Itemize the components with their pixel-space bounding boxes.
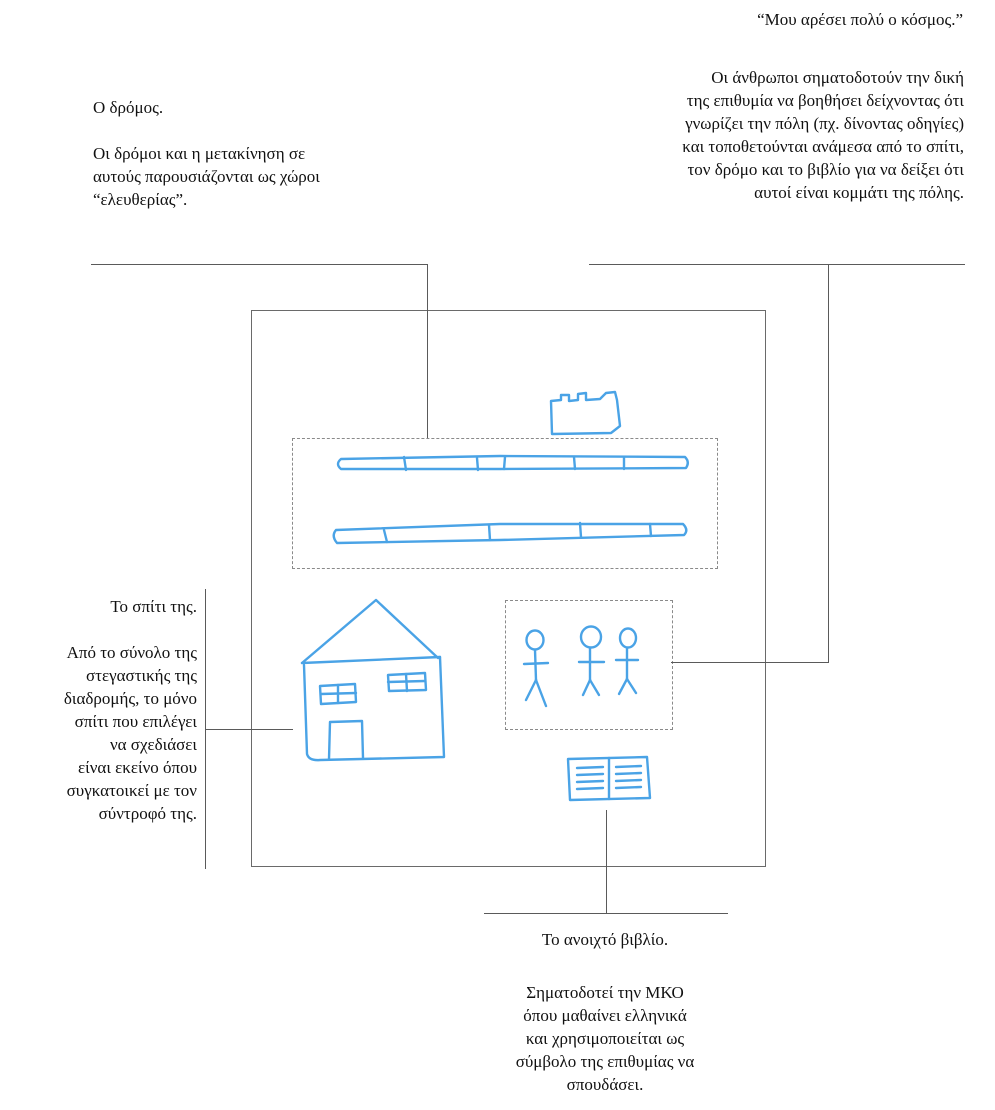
house-annotation-line: σπίτι που επιλέγει xyxy=(74,712,197,731)
people-annotation-line: γνωρίζει την πόλη (πχ. δίνοντας οδηγίες) xyxy=(685,114,964,133)
house-annotation-line: Από το σύνολο της xyxy=(66,643,197,662)
people-highlight-box xyxy=(505,600,673,730)
book-annotation-line: Σηματοδοτεί την ΜΚΟ xyxy=(526,983,684,1002)
house-annotation-line: σύντροφό της. xyxy=(98,804,197,823)
house-annotation-line: είναι εκείνο όπου xyxy=(78,758,197,777)
road-leader-horizontal xyxy=(91,264,428,265)
people-annotation-line: τον δρόμο και το βιβλίο για να δείξει ότ… xyxy=(687,160,964,179)
people-annotation-line: και τοποθετούνται ανάμεσα από το σπίτι, xyxy=(682,137,964,156)
road-annotation: Ο δρόμος. Οι δρόμοι και η μετακίνηση σε … xyxy=(93,96,320,211)
book-annotation: Το ανοιχτό βιβλίο. Σηματοδοτεί την ΜΚΟ ό… xyxy=(466,928,744,1096)
book-leader-horizontal xyxy=(484,913,728,914)
people-leader-vertical xyxy=(828,264,829,663)
house-annotation-line: να σχεδιάσει xyxy=(109,735,197,754)
book-annotation-line: όπου μαθαίνει ελληνικά xyxy=(523,1006,687,1025)
house-annotation: Το σπίτι της. Από το σύνολο της στεγαστι… xyxy=(64,595,197,825)
house-annotation-line: στεγαστικής της xyxy=(85,666,197,685)
quote-text: “Μου αρέσει πολύ ο κόσμος.” xyxy=(757,10,963,29)
book-leader-vertical xyxy=(606,810,607,914)
people-annotation-line: της επιθυμία να βοηθήσει δείχνοντας ότι xyxy=(686,91,964,110)
road-leader-vertical xyxy=(427,264,428,438)
book-annotation-line: και χρησιμοποιείται ως xyxy=(525,1029,685,1048)
house-annotation-line: διαδρομής, το μόνο xyxy=(63,689,197,708)
book-annotation-title: Το ανοιχτό βιβλίο. xyxy=(541,930,669,949)
book-annotation-line: σπουδάσει. xyxy=(566,1075,644,1094)
roads-highlight-box xyxy=(292,438,718,569)
house-leader-horizontal xyxy=(205,729,293,730)
people-annotation: Οι άνθρωποι σηματοδοτούν την δική της επ… xyxy=(682,66,964,204)
book-annotation-line: σύμβολο της επιθυμίας να xyxy=(515,1052,695,1071)
road-annotation-line: Οι δρόμοι και η μετακίνηση σε xyxy=(93,144,306,163)
house-annotation-line: συγκατοικεί με τον xyxy=(66,781,197,800)
drawing-frame xyxy=(251,310,766,867)
people-annotation-line: αυτοί είναι κομμάτι της πόλης. xyxy=(754,183,964,202)
people-leader-horizontal-top xyxy=(589,264,965,265)
house-annotation-title: Το σπίτι της. xyxy=(110,597,197,616)
road-annotation-title: Ο δρόμος. xyxy=(93,98,164,117)
road-annotation-line: “ελευθερίας”. xyxy=(93,190,188,209)
people-annotation-line: Οι άνθρωποι σηματοδοτούν την δική xyxy=(711,68,964,87)
people-leader-horizontal-bottom xyxy=(671,662,829,663)
road-annotation-line: αυτούς παρουσιάζονται ως χώροι xyxy=(93,167,320,186)
